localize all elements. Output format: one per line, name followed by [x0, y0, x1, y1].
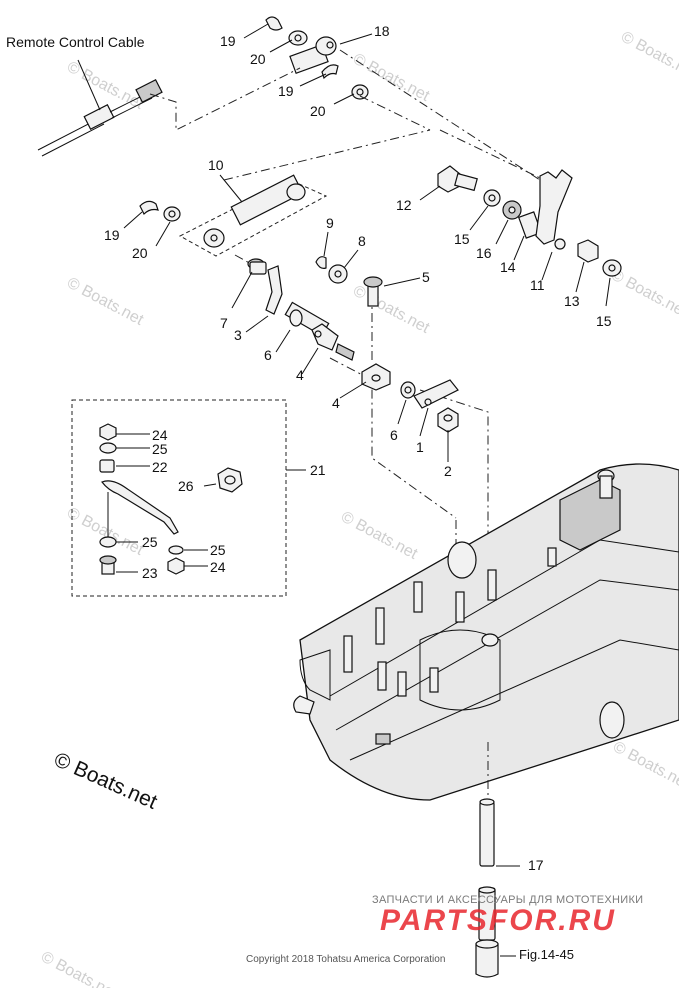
part-21-kit: [71, 399, 306, 597]
watermark-text: © Boats.net: [610, 739, 679, 794]
ad-line-1: ЗАПЧАСТИ И АКСЕССУАРЫ ДЛЯ МОТОТЕХНИКИ: [372, 894, 644, 906]
callout-6: 6: [390, 427, 398, 443]
parts-3-4-6: [245, 265, 391, 399]
ad-line-2: PARTSFOR.RU: [380, 904, 616, 937]
callout-12: 12: [396, 197, 412, 213]
callout-24: 24: [152, 427, 168, 443]
watermark-text: © Boats.net: [64, 275, 146, 330]
bottom-cowl-pan: [293, 463, 679, 801]
callout-15: 15: [596, 313, 612, 329]
remote-control-cable: [37, 59, 163, 157]
callout-25: 25: [210, 542, 226, 558]
callout-21: 21: [310, 462, 326, 478]
callout-6: 6: [264, 347, 272, 363]
callout-3: 3: [234, 327, 242, 343]
callout-2: 2: [444, 463, 452, 479]
callout-22: 22: [152, 459, 168, 475]
callout-8: 8: [358, 233, 366, 249]
callout-19: 19: [104, 227, 120, 243]
callout-labels: 1 2 3 4 4 5 6 6 7 8 9 10 11 12 13 14 15 …: [104, 23, 612, 873]
clip-washer-left: [123, 200, 181, 247]
callout-7: 7: [220, 315, 228, 331]
parts-11-16: [419, 165, 622, 307]
callout-23: 23: [142, 565, 158, 581]
callout-17: 17: [528, 857, 544, 873]
copyright-line: Copyright 2018 Tohatsu America Corporati…: [246, 954, 446, 965]
callout-9: 9: [326, 215, 334, 231]
parts-1-2-6: [397, 379, 459, 462]
callout-25: 25: [142, 534, 158, 550]
callout-20: 20: [132, 245, 148, 261]
callout-4: 4: [296, 367, 304, 383]
callout-19: 19: [220, 33, 236, 49]
watermark-text: © Boats.net: [338, 509, 420, 564]
callout-19: 19: [278, 83, 294, 99]
callout-1: 1: [416, 439, 424, 455]
callout-26: 26: [178, 478, 194, 494]
watermark-text: © Boats.net: [64, 505, 146, 560]
callout-15: 15: [454, 231, 470, 247]
callout-5: 5: [422, 269, 430, 285]
callout-25: 25: [152, 441, 168, 457]
fig-reference: Fig.14-45: [519, 947, 574, 962]
callout-16: 16: [476, 245, 492, 261]
callout-14: 14: [500, 259, 516, 275]
callout-20: 20: [250, 51, 266, 67]
callout-20: 20: [310, 103, 326, 119]
part-18-joint: [243, 16, 373, 105]
callout-13: 13: [564, 293, 580, 309]
remote-control-cable-label: Remote Control Cable: [6, 34, 145, 50]
callout-4: 4: [332, 395, 340, 411]
part-10-assembly: [178, 174, 328, 257]
parts-5-7-8-9: [231, 231, 421, 309]
cowl-bosses: [343, 547, 557, 697]
watermark-text: © Boats.net: [350, 283, 432, 338]
callout-10: 10: [208, 157, 224, 173]
watermark-text: © Boats.net: [64, 59, 146, 114]
part-17-shaft: [475, 742, 520, 978]
callout-24: 24: [210, 559, 226, 575]
watermark-text: © Boats.net: [38, 949, 120, 988]
watermark-text: © Boats.net: [608, 267, 679, 322]
callout-11: 11: [530, 277, 545, 293]
watermark-text: © Boats.net: [618, 29, 679, 84]
callout-18: 18: [374, 23, 390, 39]
